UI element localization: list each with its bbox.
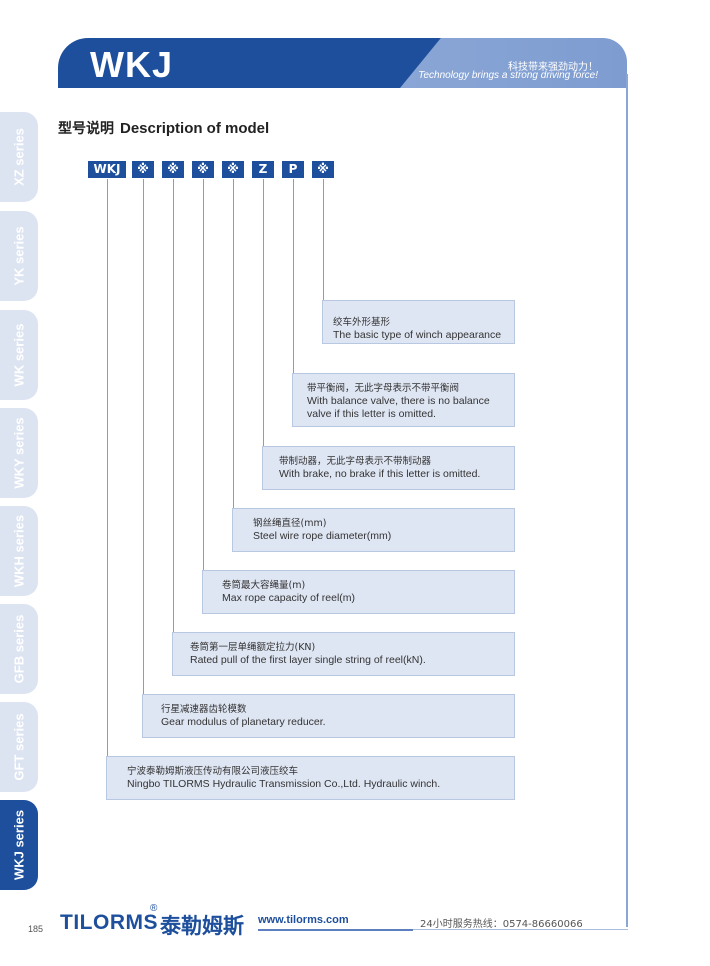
side-tab-xz[interactable]: XZ series	[0, 112, 38, 202]
model-code-series: WKJ	[88, 161, 126, 178]
description-rope-capacity: 卷筒最大容绳量(m) Max rope capacity of reel(m)	[222, 579, 355, 605]
description-rope-diameter: 钢丝绳直径(mm) Steel wire rope diameter(mm)	[253, 517, 391, 543]
side-tab-gfb[interactable]: GFB series	[0, 604, 38, 694]
connector-rated-pull	[173, 179, 174, 634]
section-title-en: Description of model	[120, 120, 270, 137]
description-box-balance-valve	[292, 373, 515, 427]
description-gear-modulus: 行星减速器齿轮模数 Gear modulus of planetary redu…	[161, 703, 326, 729]
model-code-appearance: ※	[312, 161, 334, 178]
model-code-rope-diameter: ※	[222, 161, 244, 178]
description-box-rated-pull	[172, 632, 515, 676]
description-cn: 行星减速器齿轮模数	[161, 704, 247, 715]
model-code-brake: Z	[252, 161, 274, 178]
model-code-rope-capacity: ※	[192, 161, 214, 178]
footer-divider-light	[413, 929, 628, 930]
connector-brake	[263, 179, 264, 447]
side-tab-gft[interactable]: GFT series	[0, 702, 38, 792]
model-code-gear-modulus: ※	[132, 161, 154, 178]
description-en: With balance valve, there is no balance …	[307, 395, 490, 420]
description-en: Gear modulus of planetary reducer.	[161, 716, 326, 728]
description-brake: 带制动器，无此字母表示不带制动器 With brake, no brake if…	[279, 455, 480, 481]
brand-logo: TILORMS	[60, 911, 158, 934]
description-en: Rated pull of the first layer single str…	[190, 654, 426, 666]
connector-series	[107, 179, 108, 758]
tagline-cn: 科技带来强劲动力！	[508, 62, 598, 73]
service-hotline: 24小时服务热线：0574-86660066	[420, 919, 583, 930]
model-code-rated-pull: ※	[162, 161, 184, 178]
side-tab-label: GFT series	[11, 713, 27, 781]
page-title: WKJ	[90, 44, 173, 85]
side-tab-label: XZ series	[11, 128, 27, 186]
description-box-gear-modulus	[142, 694, 515, 738]
description-box-rope-diameter	[232, 508, 515, 552]
description-en: The basic type of winch appearance	[333, 329, 502, 341]
description-balance-valve: 带平衡阀，无此字母表示不带平衡阀 With balance valve, the…	[307, 382, 507, 421]
description-box-series	[106, 756, 515, 800]
description-cn: 带平衡阀，无此字母表示不带平衡阀	[307, 383, 460, 394]
right-divider	[626, 74, 628, 927]
side-tab-wkh[interactable]: WKH series	[0, 506, 38, 596]
description-en: Max rope capacity of reel(m)	[222, 592, 356, 604]
section-title: 型号说明 Description of model	[58, 118, 269, 138]
side-tab-label: YK series	[11, 226, 27, 286]
description-cn: 绞车外形基形	[333, 317, 391, 328]
section-title-cn: 型号说明	[58, 121, 114, 137]
side-tab-label: WKY series	[11, 417, 27, 489]
side-tab-wk[interactable]: WK series	[0, 310, 38, 400]
side-tab-yk[interactable]: YK series	[0, 211, 38, 301]
side-tab-label: WK series	[11, 323, 27, 387]
website-link[interactable]: www.tilorms.com	[258, 914, 349, 926]
description-series: 宁波泰勒姆斯液压传动有限公司液压绞车 Ningbo TILORMS Hydrau…	[127, 765, 440, 791]
connector-rope-capacity	[203, 179, 204, 572]
connector-rope-diameter	[233, 179, 234, 510]
connector-balance-valve	[293, 179, 294, 375]
description-box-rope-capacity	[202, 570, 515, 614]
page-number: 185	[28, 924, 44, 934]
model-code-balance-valve: P	[282, 161, 304, 178]
description-cn: 卷筒第一层单绳额定拉力(KN)	[190, 642, 316, 653]
description-rated-pull: 卷筒第一层单绳额定拉力(KN) Rated pull of the first …	[190, 641, 426, 667]
side-tab-label: WKJ series	[11, 809, 27, 881]
side-tab-label: GFB series	[11, 614, 27, 684]
footer-divider	[258, 929, 413, 931]
header-tagline-panel	[400, 38, 627, 88]
tagline-en: Technology brings a strong driving force…	[418, 70, 598, 81]
connector-gear-modulus	[143, 179, 144, 696]
description-cn: 卷筒最大容绳量(m)	[222, 580, 306, 591]
registered-mark: ®	[150, 903, 158, 914]
description-en: Steel wire rope diameter(mm)	[253, 530, 392, 542]
brand-logo-cn: 泰勒姆斯	[160, 914, 244, 938]
description-box-brake	[262, 446, 515, 490]
description-box-appearance	[322, 300, 515, 344]
side-tab-label: WKH series	[11, 514, 27, 588]
description-en: Ningbo TILORMS Hydraulic Transmission Co…	[127, 778, 441, 790]
connector-appearance	[323, 179, 324, 302]
description-cn: 带制动器，无此字母表示不带制动器	[279, 456, 432, 467]
description-appearance: 绞车外形基形 The basic type of winch appearanc…	[333, 316, 501, 342]
side-tab-wky[interactable]: WKY series	[0, 408, 38, 498]
description-cn: 宁波泰勒姆斯液压传动有限公司液压绞车	[127, 766, 299, 777]
side-tab-wkj[interactable]: WKJ series	[0, 800, 38, 890]
description-en: With brake, no brake if this letter is o…	[279, 468, 481, 480]
description-cn: 钢丝绳直径(mm)	[253, 518, 327, 529]
